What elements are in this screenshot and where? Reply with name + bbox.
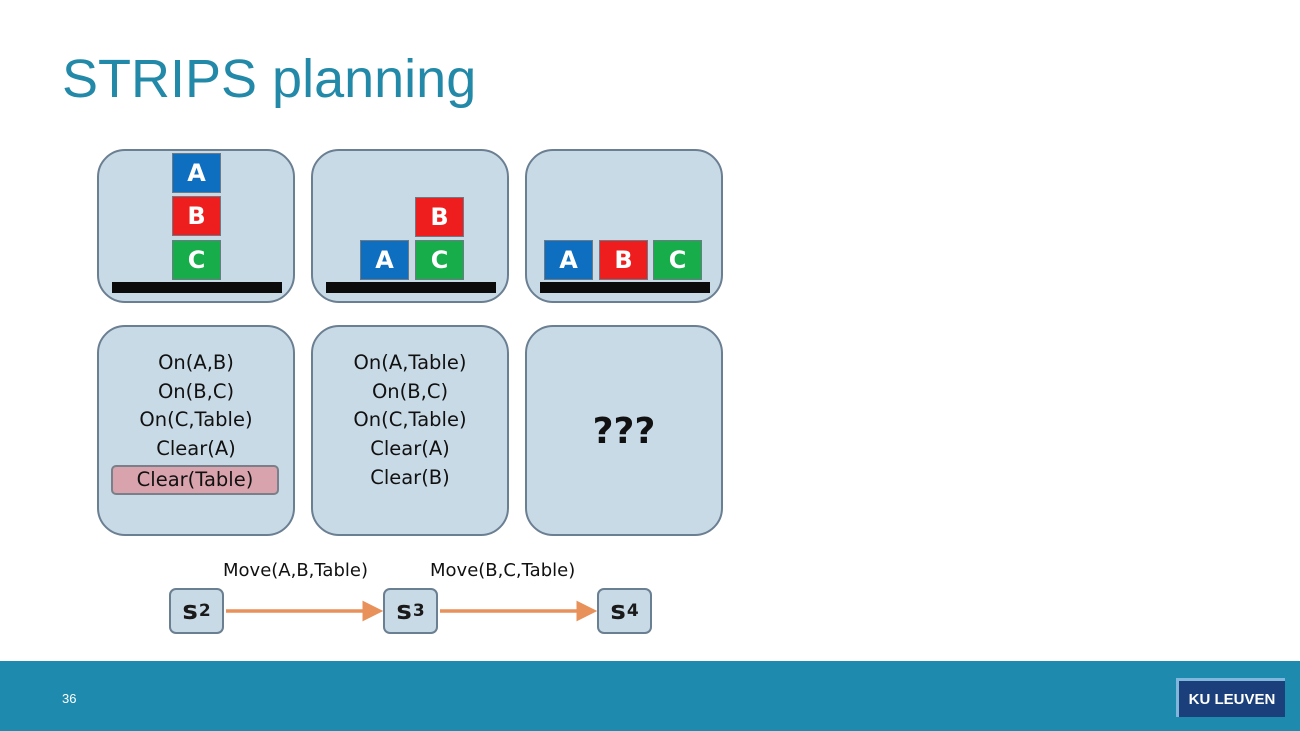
scene-panel-3: A B C <box>525 149 723 303</box>
block-c: C <box>172 240 221 280</box>
state-letter: s <box>610 596 626 626</box>
fact: On(C,Table) <box>139 408 253 432</box>
scene-panel-1: A B C <box>97 149 295 303</box>
state-index: 4 <box>626 601 639 621</box>
state-letter: s <box>396 596 412 626</box>
unknown-state: ??? <box>592 411 656 452</box>
table-surface <box>540 282 710 293</box>
fact: Clear(A) <box>156 437 236 461</box>
fact: Clear(A) <box>370 437 450 461</box>
block-a: A <box>360 240 409 280</box>
block-a: A <box>172 153 221 193</box>
table-surface <box>326 282 496 293</box>
ku-leuven-logo: KU LEUVEN <box>1176 678 1285 717</box>
block-b: B <box>599 240 648 280</box>
fact-list: On(A,Table) On(B,C) On(C,Table) Clear(A)… <box>313 349 507 492</box>
table-surface <box>112 282 282 293</box>
block-c: C <box>653 240 702 280</box>
page-number: 36 <box>62 691 77 706</box>
scene-panel-2: B A C <box>311 149 509 303</box>
block-b: B <box>172 196 221 236</box>
footer-bar: 36 KU LEUVEN <box>0 661 1300 731</box>
block-b: B <box>415 197 464 237</box>
block-a: A <box>544 240 593 280</box>
state-panel-3: ??? <box>525 325 723 536</box>
state-panel-2: On(A,Table) On(B,C) On(C,Table) Clear(A)… <box>311 325 509 536</box>
state-index: 2 <box>198 601 211 621</box>
fact: On(B,C) <box>157 379 235 403</box>
action-label-2: Move(B,C,Table) <box>430 560 576 581</box>
state-panel-1: On(A,B) On(B,C) On(C,Table) Clear(A) Cle… <box>97 325 295 536</box>
slide-title: STRIPS planning <box>62 49 477 109</box>
action-label-1: Move(A,B,Table) <box>223 560 368 581</box>
fact: On(A,Table) <box>353 351 467 374</box>
fact: Clear(B) <box>370 465 450 489</box>
fact: On(C,Table) <box>353 408 467 432</box>
fact: On(A,B) <box>158 351 234 374</box>
state-letter: s <box>182 596 198 626</box>
fact: On(B,C) <box>371 379 449 403</box>
fact-list: On(A,B) On(B,C) On(C,Table) Clear(A) Cle… <box>99 349 293 495</box>
state-index: 3 <box>412 601 425 621</box>
highlighted-fact: Clear(Table) <box>111 464 279 495</box>
block-c: C <box>415 240 464 280</box>
